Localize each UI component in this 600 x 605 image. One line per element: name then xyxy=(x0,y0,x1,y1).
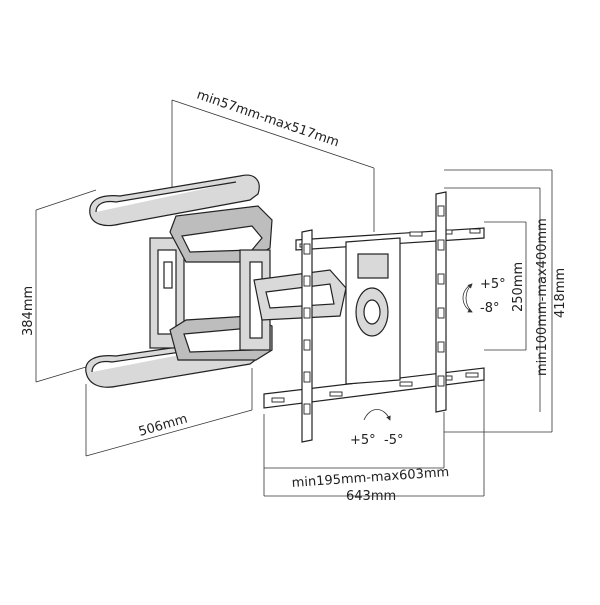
curved-rotate-arrows-icon xyxy=(462,283,473,313)
right-arm-slots xyxy=(437,205,445,387)
curved-rotate-arrow-icon xyxy=(363,409,391,421)
depth-dimension-line xyxy=(171,99,375,169)
depth-label: min57mm-max517mm xyxy=(195,88,341,151)
vesa-vertical-label: min100mm-max400mm xyxy=(535,218,550,376)
left-arm-slots xyxy=(303,243,311,415)
bracket-height-label: 418mm xyxy=(553,268,568,318)
vesa-horizontal-label: min195mm-max603mm xyxy=(291,465,449,491)
bracket-width-label: 643mm xyxy=(346,489,396,504)
wall-mount-assembly xyxy=(85,174,347,388)
bottom-rail xyxy=(263,367,485,409)
arm-height-label: 384mm xyxy=(21,286,36,336)
swivel-right-label: -5° xyxy=(384,433,403,448)
swivel-left-label: +5° xyxy=(350,433,376,448)
upper-arm xyxy=(89,174,260,227)
tv-bracket xyxy=(263,191,485,443)
dimension-lines xyxy=(35,99,553,497)
wall-plate-width-label: 506mm xyxy=(137,412,189,440)
tilt-down-label: -8° xyxy=(480,301,499,316)
rail-spacing-label: 250mm xyxy=(511,262,526,312)
center-latch xyxy=(357,253,389,279)
tilt-up-label: +5° xyxy=(480,277,506,292)
